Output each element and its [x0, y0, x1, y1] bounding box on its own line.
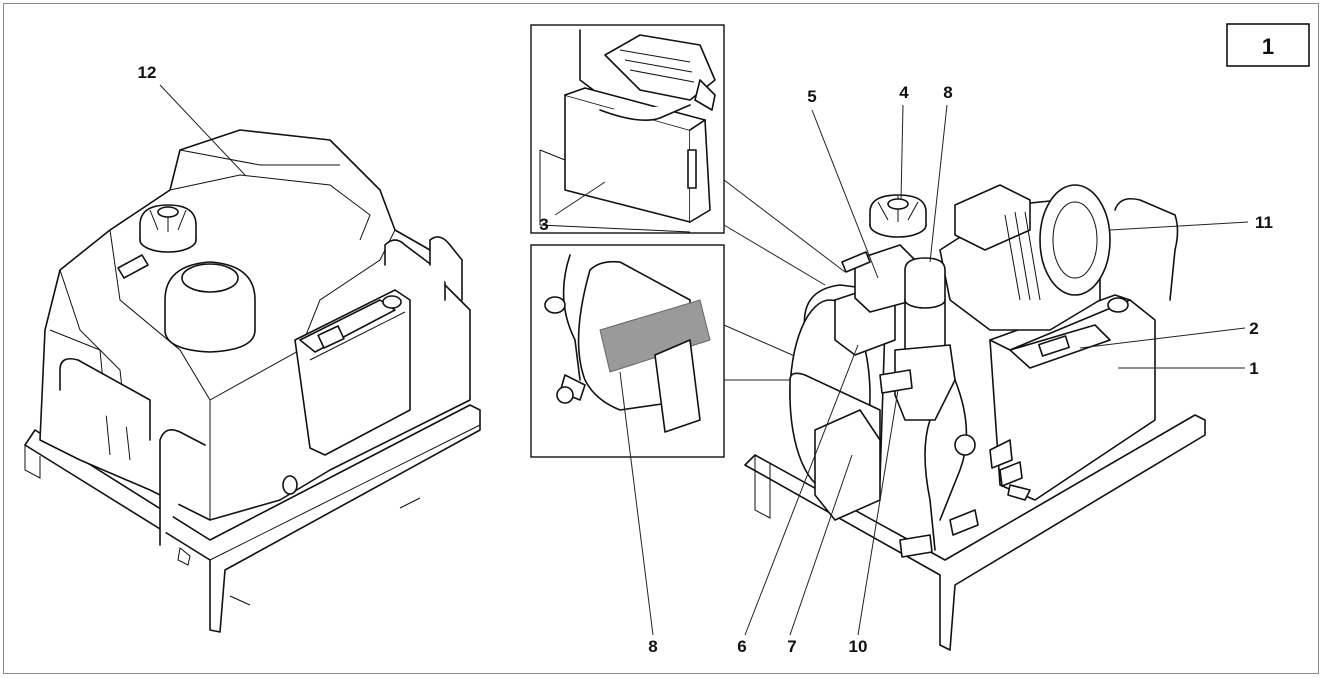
callout-8-bottom: 8: [648, 637, 657, 656]
covered-compressor-drawing: [24, 129, 481, 633]
figure-number-box: 1: [1226, 23, 1310, 67]
callout-7: 7: [787, 637, 796, 656]
callout-2: 2: [1249, 319, 1258, 338]
callout-12: 12: [138, 63, 157, 82]
inset-detail-top: [530, 24, 725, 234]
callout-11: 11: [1255, 213, 1273, 232]
inset-detail-bottom: [530, 244, 725, 458]
open-compressor-drawing: [744, 184, 1206, 651]
callout-3: 3: [539, 215, 548, 234]
callout-4: 4: [899, 83, 909, 102]
callout-1: 1: [1249, 359, 1258, 378]
callout-10: 10: [849, 637, 868, 656]
leader-lines: [159, 84, 1249, 636]
figure-number: 1: [1262, 34, 1274, 59]
callout-6: 6: [737, 637, 746, 656]
callout-labels: 12 5 4 8 11 2 1 3 8 6 7 10: [138, 63, 1273, 656]
callout-5: 5: [807, 87, 816, 106]
callout-8-top: 8: [943, 83, 952, 102]
